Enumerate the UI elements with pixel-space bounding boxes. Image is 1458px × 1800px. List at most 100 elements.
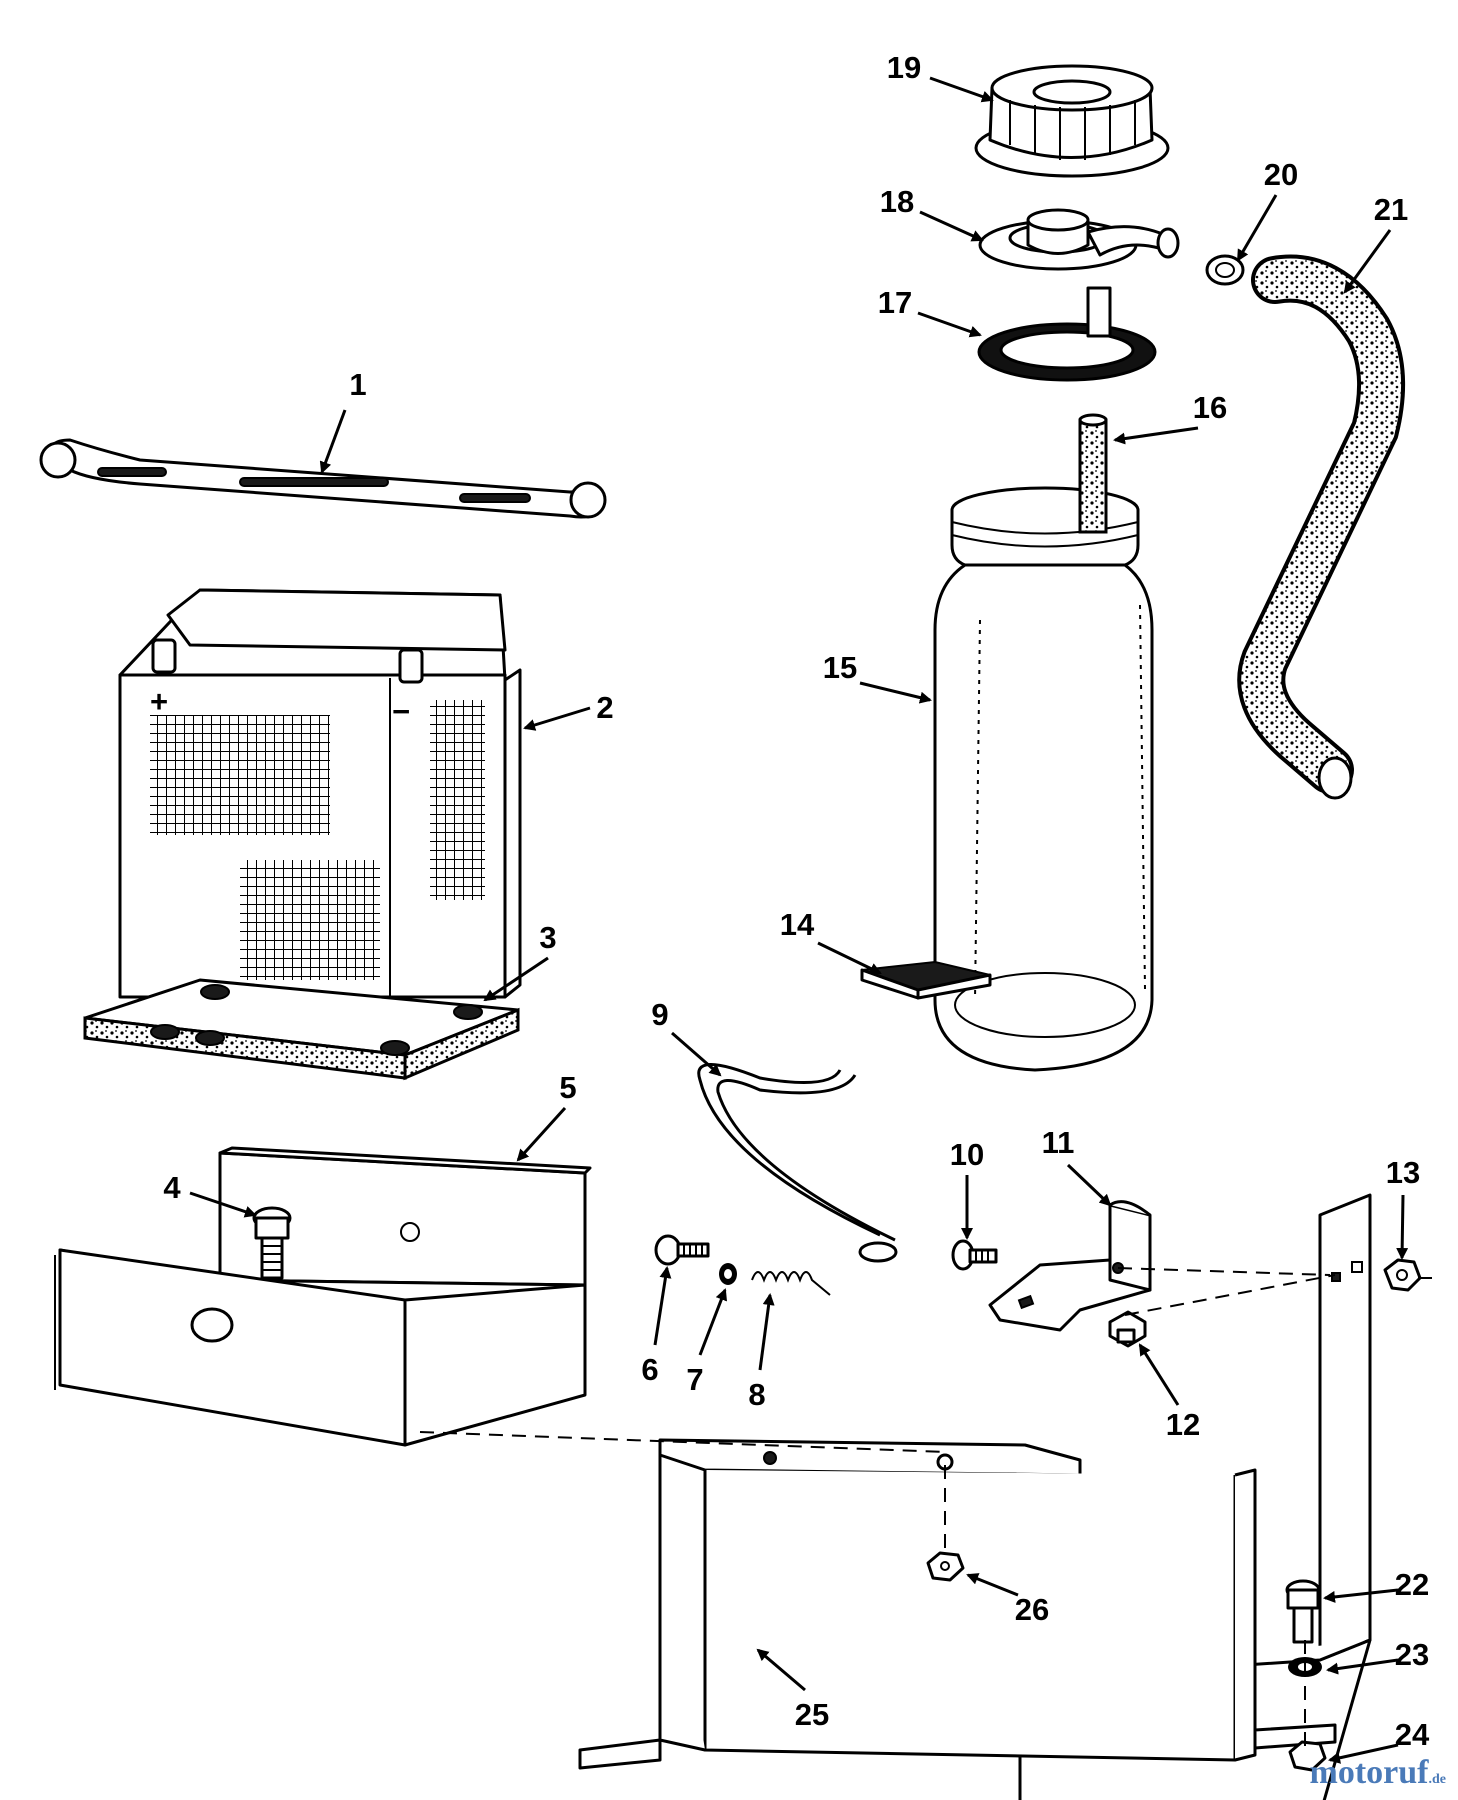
fill-cap-part-19 (974, 64, 1170, 178)
callout-6: 6 (641, 1266, 672, 1387)
strap-bracket-part-11 (988, 1200, 1152, 1332)
pickup-tube-part-16 (1078, 413, 1108, 534)
leader-arrow-1 (319, 409, 347, 474)
negative-terminal-label: − (392, 694, 410, 729)
callout-number-14: 14 (780, 907, 815, 942)
callout-number-12: 12 (1166, 1407, 1200, 1442)
callout-17: 17 (878, 285, 982, 338)
callout-18: 18 (880, 184, 984, 242)
callout-number-21: 21 (1374, 192, 1408, 227)
gasket-part-17 (977, 286, 1157, 382)
battery-box-part-5 (54, 1146, 592, 1447)
battery-part-2: + − (118, 588, 522, 999)
clip-nut-part-12 (1108, 1310, 1147, 1348)
watermark-text: motoruf (1309, 1754, 1429, 1791)
callout-number-22: 22 (1395, 1567, 1429, 1602)
leader-arrow-25 (756, 1648, 806, 1692)
callout-number-24: 24 (1395, 1717, 1430, 1752)
hold-down-strap-part-1 (39, 438, 607, 519)
callout-23: 23 (1326, 1637, 1429, 1675)
battery-pad-part-3 (83, 978, 520, 1081)
callout-3: 3 (483, 920, 557, 1002)
callout-14: 14 (780, 907, 882, 975)
callout-12: 12 (1138, 1343, 1200, 1442)
callout-8: 8 (748, 1293, 775, 1412)
vent-hose-part-21 (1237, 254, 1406, 800)
callout-20: 20 (1236, 157, 1298, 262)
leader-arrow-11 (1066, 1163, 1112, 1207)
callout-13: 13 (1386, 1155, 1420, 1260)
callout-number-23: 23 (1395, 1637, 1429, 1672)
nut-part-26 (926, 1551, 965, 1582)
filter-pad-part-14 (860, 960, 992, 1000)
cap-insert-part-18 (978, 208, 1180, 271)
callout-number-25: 25 (795, 1697, 829, 1732)
bolt-part-4 (252, 1206, 292, 1280)
callout-number-1: 1 (349, 367, 366, 402)
leader-arrow-21 (1343, 229, 1392, 294)
leader-arrow-12 (1138, 1343, 1180, 1406)
leader-arrow-16 (1113, 426, 1199, 445)
callout-4: 4 (163, 1170, 257, 1218)
leader-arrow-18 (919, 210, 984, 242)
alignment-lines (419, 1267, 1440, 1750)
callout-7: 7 (686, 1288, 728, 1397)
leader-arrow-14 (817, 941, 882, 975)
leader-arrow-22 (1323, 1588, 1399, 1603)
positive-terminal-label: + (150, 684, 168, 719)
callout-number-7: 7 (686, 1362, 703, 1397)
leader-arrow-15 (859, 681, 932, 704)
spring-part-8 (751, 1271, 831, 1296)
callout-21: 21 (1343, 192, 1408, 294)
callout-24: 24 (1328, 1717, 1430, 1764)
watermark-suffix: .de (1428, 1772, 1447, 1787)
callout-10: 10 (950, 1137, 984, 1240)
callout-9: 9 (651, 997, 722, 1077)
bolt-part-22 (1285, 1579, 1321, 1644)
nut-part-13 (1383, 1258, 1422, 1292)
callout-number-26: 26 (1015, 1592, 1049, 1627)
callout-number-13: 13 (1386, 1155, 1420, 1190)
callout-25: 25 (756, 1648, 829, 1732)
callout-number-18: 18 (880, 184, 914, 219)
callout-26: 26 (966, 1573, 1049, 1627)
hose-clamp-part-20 (1205, 254, 1245, 286)
callout-number-2: 2 (596, 690, 613, 725)
leader-arrow-13 (1396, 1194, 1409, 1260)
leader-arrow-4 (189, 1191, 257, 1218)
callout-number-15: 15 (823, 650, 857, 685)
leader-arrow-5 (516, 1106, 567, 1162)
callout-number-11: 11 (1042, 1125, 1075, 1160)
callout-19: 19 (887, 50, 994, 103)
jar-strap-part-9 (697, 1063, 898, 1263)
callout-number-19: 19 (887, 50, 921, 85)
leader-arrow-19 (929, 76, 994, 103)
nut-part-24 (1288, 1740, 1327, 1772)
callout-number-5: 5 (559, 1070, 576, 1105)
bolt-part-10 (951, 1239, 998, 1271)
washer-part-7 (719, 1263, 737, 1285)
leader-arrow-20 (1236, 194, 1278, 262)
callout-number-16: 16 (1193, 390, 1227, 425)
callout-5: 5 (516, 1070, 577, 1162)
callout-1: 1 (319, 367, 367, 474)
callout-number-9: 9 (651, 997, 668, 1032)
mounting-bracket-part-25 (578, 1193, 1372, 1800)
callout-22: 22 (1323, 1567, 1429, 1603)
leader-arrow-2 (523, 706, 591, 731)
callout-number-4: 4 (163, 1170, 181, 1205)
callout-2: 2 (523, 690, 614, 731)
leader-arrow-9 (671, 1031, 722, 1077)
leader-arrow-17 (917, 311, 982, 338)
callout-11: 11 (1042, 1125, 1112, 1207)
leader-arrow-26 (966, 1573, 1019, 1597)
leader-arrow-24 (1328, 1743, 1399, 1764)
callout-number-20: 20 (1264, 157, 1298, 192)
callout-number-17: 17 (878, 285, 912, 320)
leader-arrow-6 (653, 1266, 672, 1346)
watermark: motoruf.de (1310, 1754, 1446, 1792)
callout-number-8: 8 (748, 1377, 765, 1412)
callout-number-10: 10 (950, 1137, 984, 1172)
callout-16: 16 (1113, 390, 1227, 445)
